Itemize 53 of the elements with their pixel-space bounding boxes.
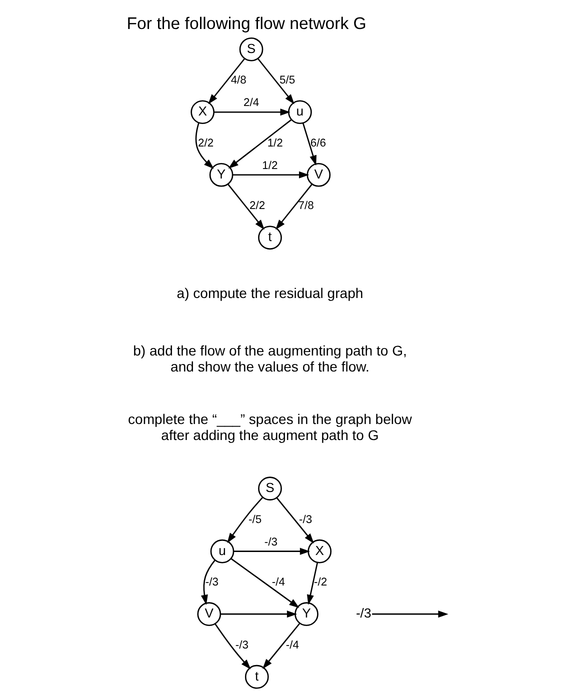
edge-label: 4/8: [230, 74, 246, 87]
arrow: [302, 122, 316, 166]
edge-label: -/3: [298, 514, 312, 526]
arrow: [262, 622, 300, 669]
edge-label: -/5: [248, 514, 262, 526]
edge-label: 1/2: [262, 160, 278, 172]
arrow: [226, 497, 263, 544]
arrow: [194, 122, 214, 169]
arrow: [276, 497, 314, 544]
arrow: [230, 558, 299, 608]
edge-label: 7/8: [298, 200, 314, 212]
node-circle: V: [196, 602, 221, 626]
node-circle: S: [258, 476, 282, 500]
edge-label: 2/4: [242, 97, 259, 110]
node-circle: u: [210, 539, 234, 564]
arrow: [214, 624, 250, 670]
edge-label: -/4: [271, 576, 284, 589]
arrow: [214, 108, 290, 116]
arrow: [233, 548, 310, 555]
node-circle: Y: [294, 602, 318, 626]
node-circle: u: [288, 100, 312, 124]
node-text: -/3: [355, 606, 371, 621]
node-circle: V: [306, 162, 330, 187]
arrow: [208, 58, 245, 104]
edge-label: 6/6: [310, 137, 326, 150]
edge-label: -/3: [204, 576, 218, 589]
arrow: [200, 560, 215, 605]
node-circle: X: [307, 539, 332, 564]
edge-label: -/2: [313, 576, 327, 589]
node-circle: X: [190, 100, 214, 124]
arrow: [306, 562, 318, 605]
arrow: [372, 610, 448, 618]
node-circle: Y: [208, 162, 233, 187]
label: b) add the flow of the augmenting path to G, and show the values of the flow.: [132, 342, 406, 375]
edge-label: -/3: [234, 639, 248, 652]
arrow: [275, 184, 312, 230]
arrow: [256, 58, 294, 104]
edge-label: 2/2: [249, 200, 265, 212]
node-circle: t: [258, 226, 282, 250]
edge-label: -/4: [285, 639, 299, 652]
diagram-title: For the following flow network G: [126, 14, 366, 34]
edge-label: 2/2: [198, 137, 214, 150]
edge-label: -/3: [264, 536, 277, 548]
arrow: [232, 171, 309, 178]
node-circle: t: [244, 664, 268, 689]
label: complete the “___” spaces in the graph below after adding the augment path to G: [128, 410, 412, 443]
arrow: [228, 119, 292, 169]
arrow: [226, 184, 264, 230]
label: a) compute the residual graph: [176, 285, 363, 302]
arrow: [220, 610, 297, 618]
edge-label: 1/2: [266, 137, 282, 150]
node-circle: S: [238, 37, 263, 62]
edge-label: 5/5: [279, 74, 295, 87]
